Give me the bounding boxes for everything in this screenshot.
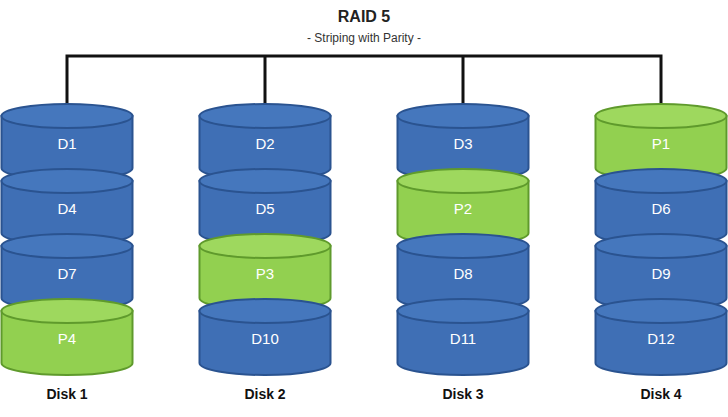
disk-label: Disk 3 (396, 386, 530, 402)
block-label: P3 (198, 265, 332, 282)
block-label: D12 (594, 330, 728, 347)
block-label: D3 (396, 135, 530, 152)
block-label: P4 (0, 330, 134, 347)
block-label: D6 (594, 200, 728, 217)
block-label: D9 (594, 265, 728, 282)
data-block: D10 (198, 298, 332, 376)
block-label: P1 (594, 135, 728, 152)
block-label: P2 (396, 200, 530, 217)
block-label: D1 (0, 135, 134, 152)
block-label: D7 (0, 265, 134, 282)
block-label: D11 (396, 330, 530, 347)
disk-label: Disk 4 (594, 386, 728, 402)
block-label: D2 (198, 135, 332, 152)
diagram-title: RAID 5 (0, 8, 728, 26)
disk-label: Disk 1 (0, 386, 134, 402)
block-label: D4 (0, 200, 134, 217)
subtitle: - Striping with Parity - (0, 31, 728, 45)
block-label: D10 (198, 330, 332, 347)
data-block: D11 (396, 298, 530, 376)
disk-label: Disk 2 (198, 386, 332, 402)
block-label: D5 (198, 200, 332, 217)
data-block: D12 (594, 298, 728, 376)
parity-block: P4 (0, 298, 134, 376)
block-label: D8 (396, 265, 530, 282)
